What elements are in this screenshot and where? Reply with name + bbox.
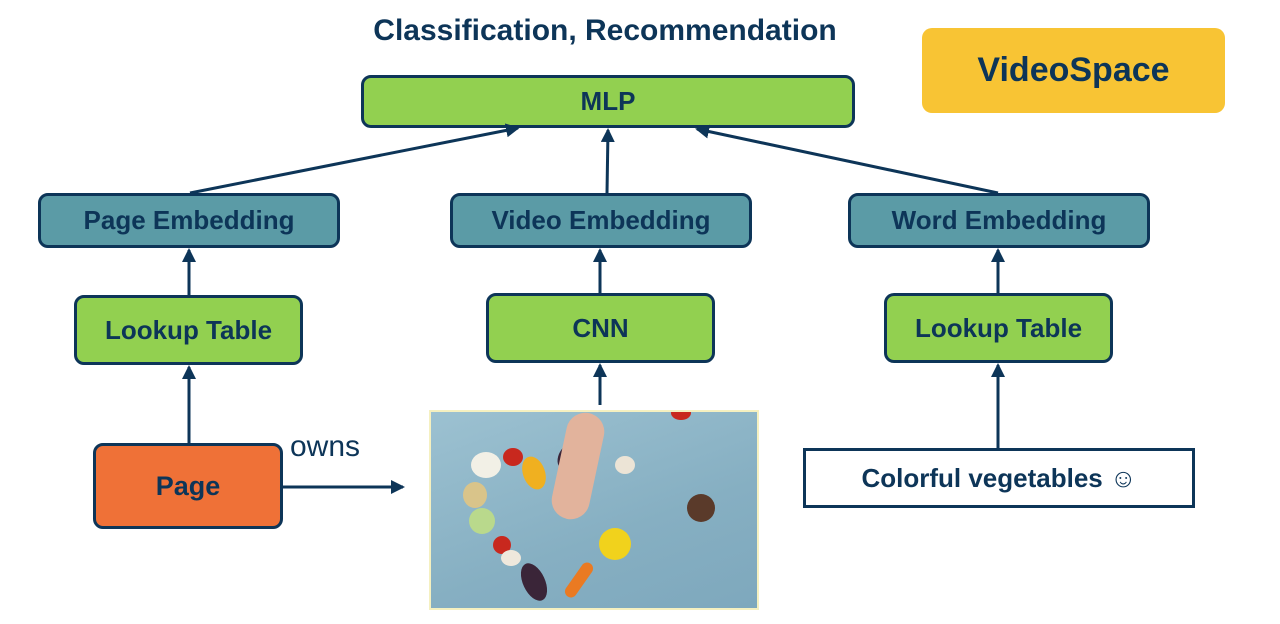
tomato-corner-shape	[671, 412, 691, 420]
arrow-word-embedding-to-mlp	[695, 124, 999, 195]
tomato-shape	[503, 448, 523, 466]
mushroom-top-shape	[615, 456, 635, 474]
page-embedding-node: Page Embedding	[38, 193, 340, 248]
arrow-video-embedding-to-mlp	[600, 128, 615, 194]
kohlrabi-shape	[469, 508, 495, 534]
yellow-bell-pepper-shape	[599, 528, 631, 560]
cnn-node: CNN	[486, 293, 715, 363]
page-node: Page	[93, 443, 283, 529]
text-input-node: Colorful vegetables ☺	[803, 448, 1195, 508]
video-embedding-node: Video Embedding	[450, 193, 752, 248]
owns-edge-label: owns	[290, 430, 361, 463]
arrow-page-embedding-to-mlp	[189, 123, 520, 195]
cauliflower-shape	[471, 452, 501, 478]
vegetables-photo	[429, 410, 759, 610]
tomato-shape-2	[493, 536, 511, 554]
potato-shape	[463, 482, 487, 508]
lookup-table-right-node: Lookup Table	[884, 293, 1113, 363]
mlp-node: MLP	[361, 75, 855, 128]
beet-shape	[687, 494, 715, 522]
lookup-table-left-node: Lookup Table	[74, 295, 303, 365]
diagram-title: Classification, Recommendation	[373, 14, 837, 47]
videospace-badge: VideoSpace	[922, 28, 1225, 113]
word-embedding-node: Word Embedding	[848, 193, 1150, 248]
mushroom-shape	[501, 550, 521, 566]
